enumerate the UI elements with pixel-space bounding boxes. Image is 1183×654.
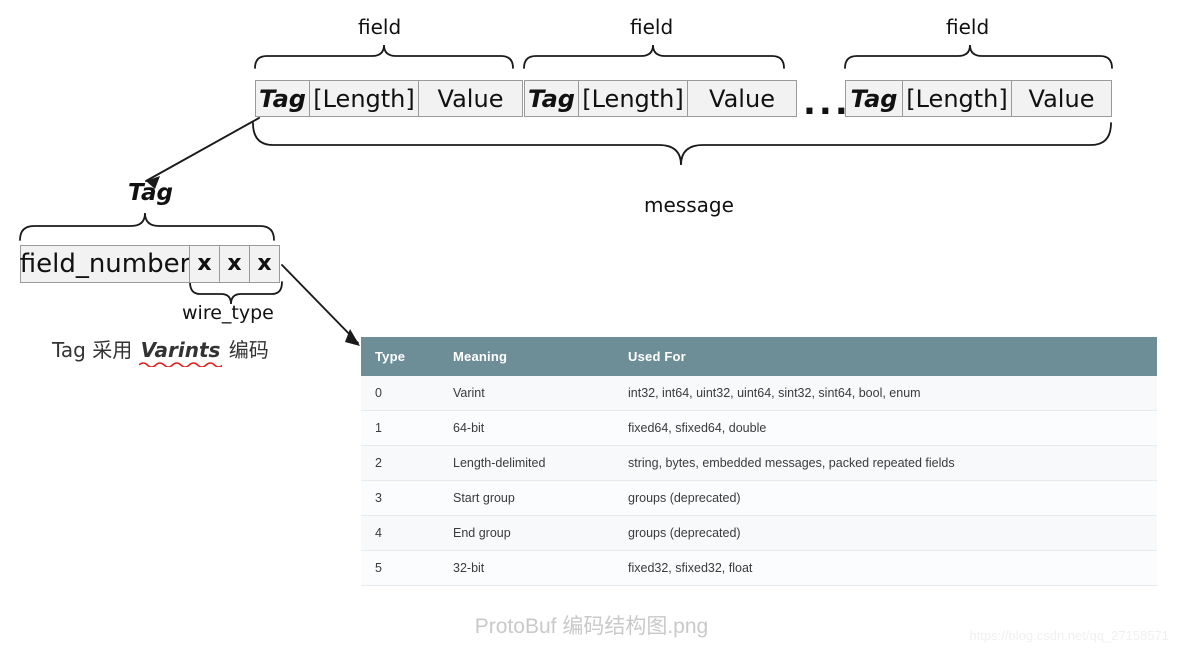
watermark: https://blog.csdn.net/qq_27158571 (969, 628, 1170, 643)
table-body: 0 Varint int32, int64, uint32, uint64, s… (361, 376, 1157, 586)
column-header-meaning: Meaning (439, 337, 614, 376)
cell-meaning: Length-delimited (439, 445, 614, 481)
field-3-tag-cell: Tag (845, 80, 903, 117)
field-1-length-cell: [Length] (309, 80, 419, 117)
cell-used-for: fixed64, sfixed64, double (614, 410, 1157, 446)
note-emphasis-varints: Varints (138, 338, 223, 367)
cell-type: 4 (361, 515, 439, 551)
cell-type: 3 (361, 480, 439, 516)
cell-meaning: 64-bit (439, 410, 614, 446)
table-row: 0 Varint int32, int64, uint32, uint64, s… (361, 376, 1157, 411)
field-2-length-cell: [Length] (578, 80, 688, 117)
image-caption: ProtoBuf 编码结构图.png (474, 615, 709, 638)
cell-type: 0 (361, 376, 439, 411)
field-2-tag-cell: Tag (524, 80, 579, 117)
field-2-value-cell: Value (687, 80, 797, 117)
column-header-type: Type (361, 337, 439, 376)
note-emphasis-text: Varints (140, 338, 221, 362)
cell-meaning: 32-bit (439, 550, 614, 586)
cell-used-for: groups (deprecated) (614, 515, 1157, 551)
wire-type-label: wire_type (182, 302, 274, 324)
wire-type-bit-3: x (249, 245, 280, 283)
note-prefix: Tag 采用 (52, 338, 139, 362)
ellipsis-separator: ... (803, 83, 851, 123)
cell-used-for: int32, int64, uint32, uint64, sint32, si… (614, 376, 1157, 411)
cell-type: 5 (361, 550, 439, 586)
field-number-cell: field_number (20, 245, 190, 283)
table-row: 4 End group groups (deprecated) (361, 515, 1157, 551)
cell-used-for: string, bytes, embedded messages, packed… (614, 445, 1157, 481)
wire-type-bit-2: x (219, 245, 250, 283)
field-3-length-cell: [Length] (902, 80, 1012, 117)
field-1-tag-cell: Tag (255, 80, 310, 117)
field-label-1: field (358, 15, 402, 39)
column-header-used-for: Used For (614, 337, 1157, 376)
field-3-value-cell: Value (1011, 80, 1112, 117)
field-label-3: field (946, 15, 990, 39)
field-1-value-cell: Value (418, 80, 523, 117)
cell-type: 1 (361, 410, 439, 446)
cell-meaning: Start group (439, 480, 614, 516)
table-row: 2 Length-delimited string, bytes, embedd… (361, 445, 1157, 481)
tag-varints-note: Tag 采用 Varints 编码 (52, 338, 269, 367)
cell-meaning: Varint (439, 376, 614, 411)
tag-callout-label: Tag (128, 180, 173, 206)
cell-meaning: End group (439, 515, 614, 551)
table-row: 3 Start group groups (deprecated) (361, 480, 1157, 516)
cell-used-for: fixed32, sfixed32, float (614, 550, 1157, 586)
field-label-2: field (630, 15, 674, 39)
wire-type-table: Type Meaning Used For 0 Varint int32, in… (361, 337, 1157, 586)
table-header: Type Meaning Used For (361, 337, 1157, 376)
spellcheck-squiggle-icon (138, 362, 223, 367)
table-header-row: Type Meaning Used For (361, 337, 1157, 376)
cell-type: 2 (361, 445, 439, 481)
table-row: 5 32-bit fixed32, sfixed32, float (361, 550, 1157, 586)
wire-type-bit-1: x (189, 245, 220, 283)
cell-used-for: groups (deprecated) (614, 480, 1157, 516)
note-suffix: 编码 (222, 338, 269, 362)
message-label: message (644, 193, 734, 217)
table-row: 1 64-bit fixed64, sfixed64, double (361, 410, 1157, 446)
